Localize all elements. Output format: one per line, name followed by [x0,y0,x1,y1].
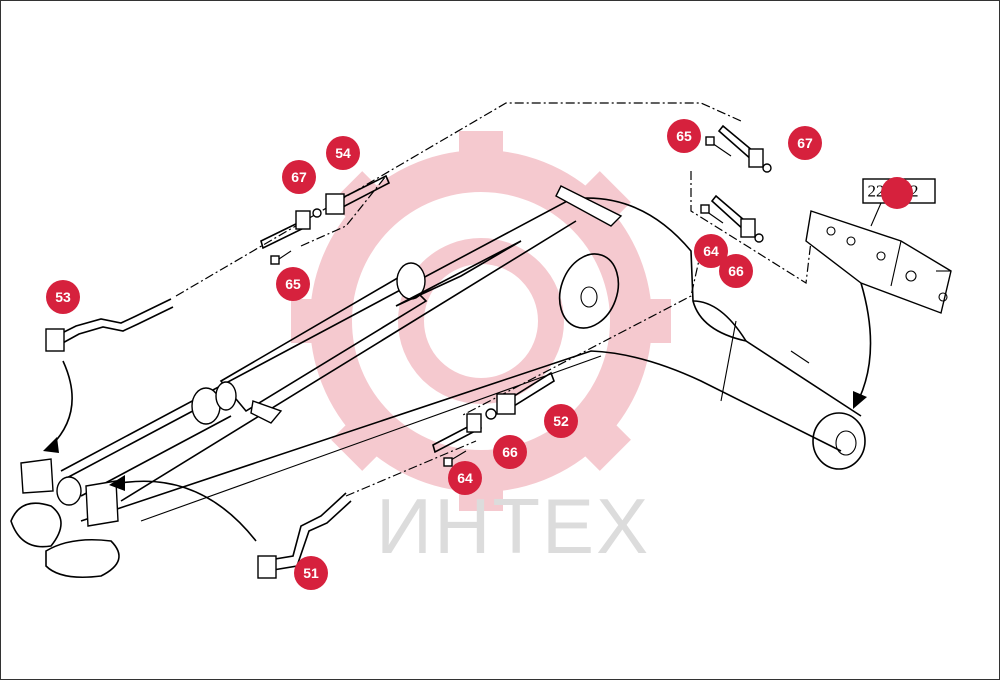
callout-66-right[interactable]: 66 [719,254,753,288]
bolt-group-right-lower [700,194,764,243]
callout-67-left[interactable]: 67 [282,160,316,194]
callout-65-right[interactable]: 65 [667,119,701,153]
bolt-group-left [260,208,322,265]
boom-mount [10,458,120,579]
svg-text:65: 65 [285,276,301,292]
svg-text:54: 54 [335,145,351,161]
bolt-group-right-upper [705,124,772,173]
callout-64-right[interactable]: 64 [694,234,728,268]
svg-text:53: 53 [55,289,71,305]
watermark-gear-icon [291,131,671,511]
callout-51[interactable]: 51 [294,556,328,590]
pin-52 [496,371,555,415]
svg-text:52: 52 [553,413,569,429]
svg-text:51: 51 [303,565,319,581]
svg-text:67: 67 [797,135,813,151]
svg-text:64: 64 [457,470,473,486]
valve-block [805,210,952,314]
callout-53[interactable]: 53 [46,280,80,314]
svg-text:64: 64 [703,243,719,259]
callout-67-right[interactable]: 67 [788,126,822,160]
hydraulic-line-51 [257,492,352,579]
callout-64-center[interactable]: 64 [448,461,482,495]
assembly-arrows [43,282,872,542]
pin-54 [325,174,391,215]
callout-54[interactable]: 54 [326,136,360,170]
bolt-group-center [432,408,497,467]
callout-65-left[interactable]: 65 [276,267,310,301]
callout-52[interactable]: 52 [544,404,578,438]
svg-text:67: 67 [291,169,307,185]
watermark-text: ИНТЕХ [376,482,650,570]
svg-text:66: 66 [728,263,744,279]
boom-cylinder [60,185,623,497]
svg-text:65: 65 [676,128,692,144]
callout-reference[interactable] [881,177,913,209]
callout-66-center[interactable]: 66 [493,435,527,469]
svg-text:66: 66 [502,444,518,460]
hydraulic-line-53 [45,298,174,352]
